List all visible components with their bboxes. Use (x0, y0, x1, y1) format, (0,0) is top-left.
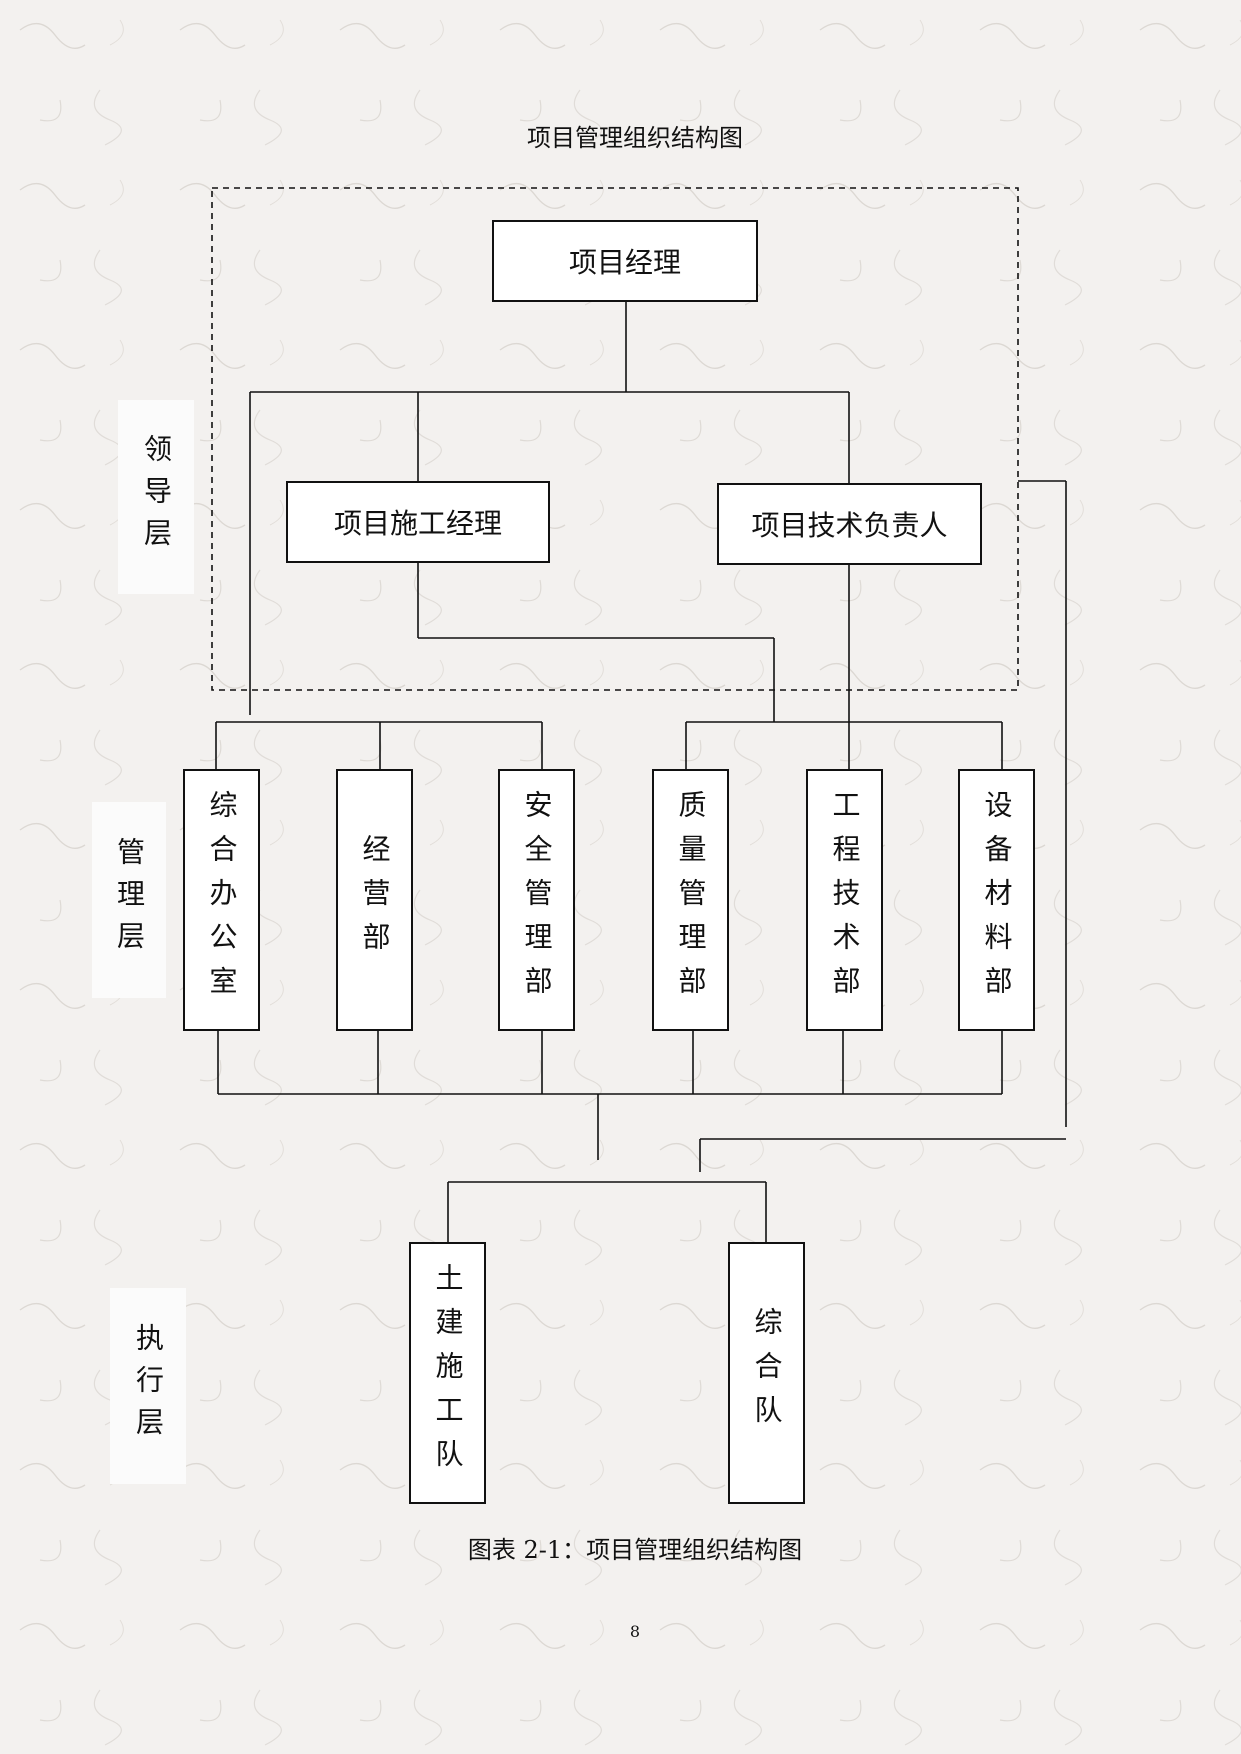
leadership-frame (211, 187, 1019, 691)
node-technical-lead: 项目技术负责人 (717, 483, 982, 565)
node-construction-manager: 项目施工经理 (286, 481, 550, 563)
node-general-office: 综合办公室 (183, 769, 260, 1031)
node-engineering-dept: 工程技术部 (806, 769, 883, 1031)
node-business-dept: 经营部 (336, 769, 413, 1031)
layer-label-leadership: 领导层 (118, 400, 194, 594)
figure-caption: 图表 2-1：项目管理组织结构图 (467, 1536, 803, 1564)
page-title: 项目管理组织结构图 (527, 124, 743, 152)
node-equipment-dept: 设备材料部 (958, 769, 1035, 1031)
page-number: 8 (629, 1622, 641, 1641)
node-quality-dept: 质量管理部 (652, 769, 729, 1031)
layer-label-execution: 执行层 (110, 1288, 186, 1484)
node-safety-dept: 安全管理部 (498, 769, 575, 1031)
node-general-team: 综合队 (728, 1242, 805, 1504)
node-project-manager: 项目经理 (492, 220, 758, 302)
layer-label-management: 管理层 (92, 802, 166, 998)
node-civil-team: 土建施工队 (409, 1242, 486, 1504)
